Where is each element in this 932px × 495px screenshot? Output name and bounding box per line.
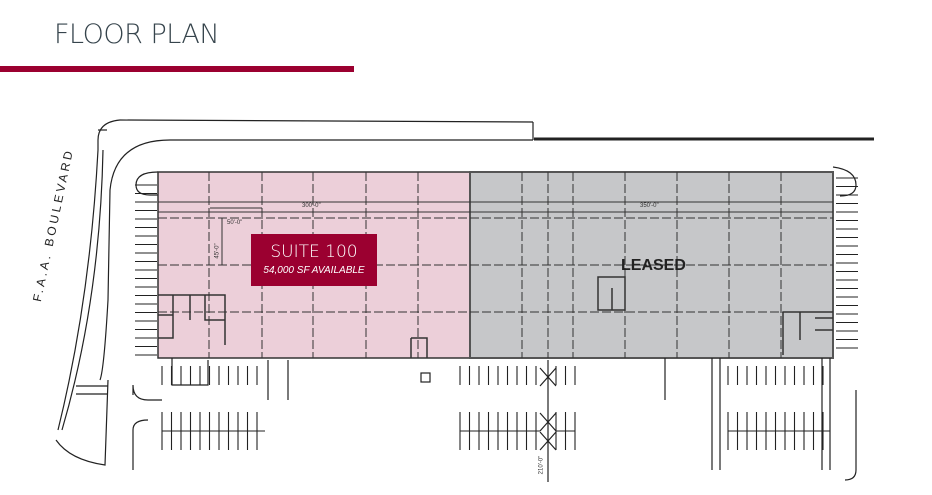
suite-100-label[interactable]: SUITE 100 54,000 SF AVAILABLE <box>251 234 377 286</box>
site-features <box>132 358 857 482</box>
suite-name: SUITE 100 <box>270 242 358 262</box>
page-title: FLOOR PLAN <box>54 19 220 50</box>
suite-area: 54,000 SF AVAILABLE <box>263 265 365 276</box>
title-underline <box>0 66 354 72</box>
office-rooms <box>158 276 833 358</box>
parking-stalls <box>135 177 858 450</box>
bay-depth-dimension: 45'-0" <box>214 243 221 259</box>
suite-width-dimension: 300'-0" <box>302 203 321 209</box>
leased-width-dimension: 350'-0" <box>640 203 659 209</box>
leased-label: LEASED <box>621 257 686 274</box>
site-depth-dimension: 210'-0" <box>538 455 545 475</box>
column-grid <box>158 172 833 358</box>
bay-width-dimension: 50'-0" <box>227 220 243 226</box>
